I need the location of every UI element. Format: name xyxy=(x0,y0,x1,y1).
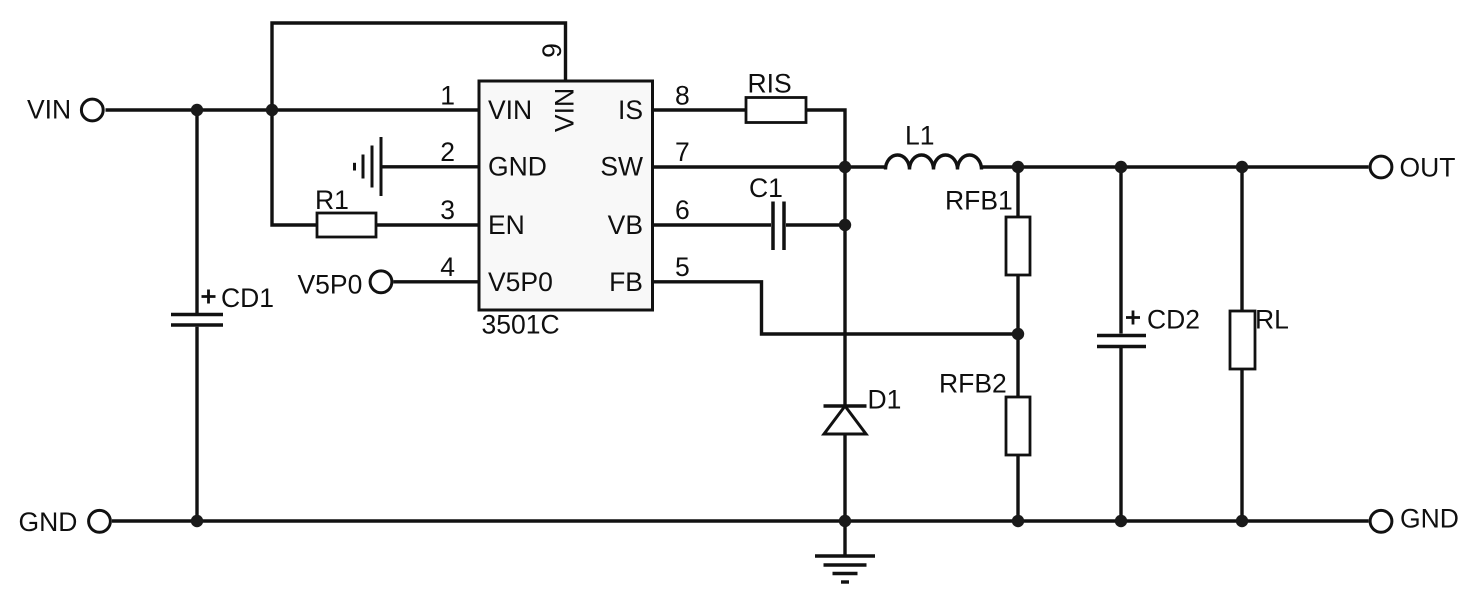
svg-text:6: 6 xyxy=(675,195,690,225)
svg-text:EN: EN xyxy=(488,210,525,240)
svg-text:8: 8 xyxy=(675,81,690,111)
svg-text:3: 3 xyxy=(440,195,455,225)
svg-text:VB: VB xyxy=(608,210,643,240)
svg-text:RFB1: RFB1 xyxy=(945,186,1013,216)
svg-text:VIN: VIN xyxy=(550,88,580,132)
svg-text:7: 7 xyxy=(675,137,690,167)
svg-text:VIN: VIN xyxy=(488,95,532,125)
svg-text:GND: GND xyxy=(19,507,78,537)
svg-text:V5P0: V5P0 xyxy=(298,270,363,300)
svg-text:CD2: CD2 xyxy=(1147,305,1200,335)
svg-text:RL: RL xyxy=(1255,305,1289,335)
svg-text:2: 2 xyxy=(440,137,455,167)
svg-text:C1: C1 xyxy=(749,173,783,203)
svg-text:1: 1 xyxy=(440,81,455,111)
svg-text:IS: IS xyxy=(618,95,643,125)
svg-text:9: 9 xyxy=(537,43,567,58)
svg-text:GND: GND xyxy=(488,152,547,182)
svg-text:OUT: OUT xyxy=(1400,153,1456,183)
svg-text:RFB2: RFB2 xyxy=(939,369,1007,399)
svg-text:D1: D1 xyxy=(868,385,902,415)
svg-text:FB: FB xyxy=(609,267,643,297)
svg-text:GND: GND xyxy=(1400,504,1459,534)
svg-text:R1: R1 xyxy=(315,185,349,215)
svg-text:CD1: CD1 xyxy=(221,283,274,313)
svg-text:L1: L1 xyxy=(905,121,934,151)
svg-text:RIS: RIS xyxy=(748,69,792,99)
svg-text:5: 5 xyxy=(675,252,690,282)
svg-text:V5P0: V5P0 xyxy=(488,267,553,297)
svg-text:VIN: VIN xyxy=(27,95,71,125)
svg-text:SW: SW xyxy=(600,152,643,182)
svg-text:3501C: 3501C xyxy=(482,310,560,340)
svg-text:4: 4 xyxy=(440,252,455,282)
